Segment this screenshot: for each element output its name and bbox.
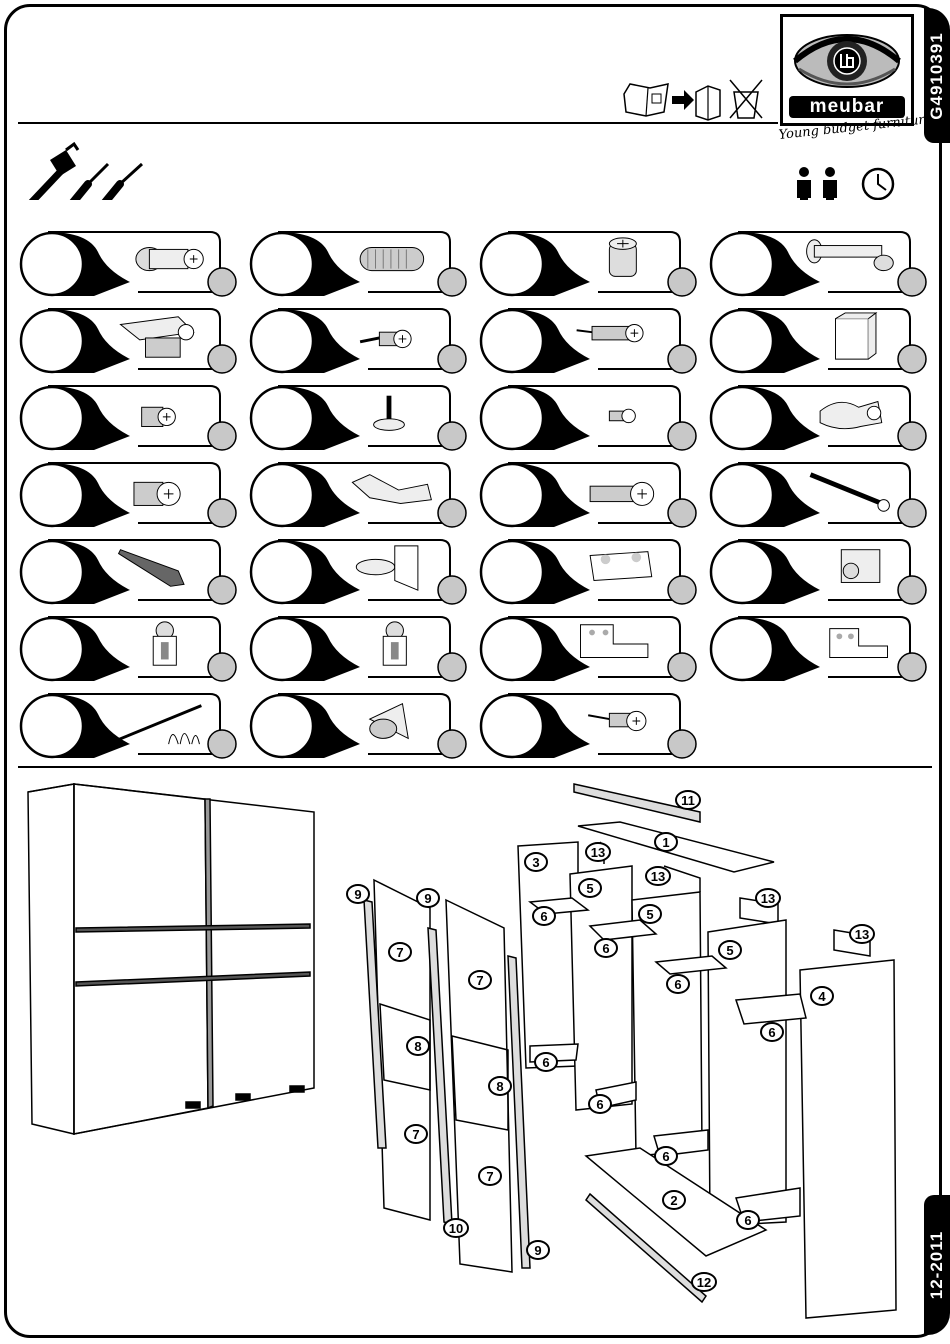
badge-top-label: 1 bbox=[662, 835, 669, 850]
svg-text:5: 5 bbox=[586, 881, 593, 896]
badge-divider-3: 5 bbox=[719, 941, 741, 959]
badge-divider-1: 5 bbox=[579, 879, 601, 897]
badge-back-strip-1: 13 bbox=[586, 843, 610, 861]
svg-text:8: 8 bbox=[414, 1039, 421, 1054]
svg-text:11: 11 bbox=[681, 793, 695, 808]
badge-door-a-2: 7 bbox=[469, 971, 491, 989]
badge-shelf-6: 6 bbox=[589, 1095, 611, 1113]
svg-text:8: 8 bbox=[496, 1079, 503, 1094]
svg-text:5: 5 bbox=[646, 907, 653, 922]
badge-door-frame-3: 9 bbox=[527, 1241, 549, 1259]
svg-text:5: 5 bbox=[726, 943, 733, 958]
svg-text:6: 6 bbox=[674, 977, 681, 992]
badge-door-a-3: 7 bbox=[405, 1125, 427, 1143]
badge-shelf-3: 6 bbox=[667, 975, 689, 993]
wardrobe-overview bbox=[28, 784, 314, 1134]
badge-bottom-rail: 12 bbox=[692, 1273, 716, 1291]
svg-text:13: 13 bbox=[651, 869, 665, 884]
svg-text:12: 12 bbox=[697, 1275, 711, 1290]
badge-back-strip-2: 13 bbox=[646, 867, 670, 885]
badge-door-a-4: 7 bbox=[479, 1167, 501, 1185]
svg-text:6: 6 bbox=[768, 1025, 775, 1040]
svg-text:13: 13 bbox=[761, 891, 775, 906]
badge-shelf-4: 6 bbox=[761, 1023, 783, 1041]
svg-text:6: 6 bbox=[662, 1149, 669, 1164]
badge-door-a-1: 7 bbox=[389, 943, 411, 961]
svg-text:7: 7 bbox=[396, 945, 403, 960]
badge-door-frame-2: 9 bbox=[417, 889, 439, 907]
badge-bottom-label: 2 bbox=[670, 1193, 677, 1208]
svg-text:6: 6 bbox=[596, 1097, 603, 1112]
svg-text:7: 7 bbox=[486, 1169, 493, 1184]
badge-bottom: 2 bbox=[663, 1191, 685, 1209]
svg-text:7: 7 bbox=[412, 1127, 419, 1142]
badge-back-strip-3: 13 bbox=[756, 889, 780, 907]
svg-text:6: 6 bbox=[744, 1213, 751, 1228]
badge-shelf-7: 6 bbox=[655, 1147, 677, 1165]
svg-text:13: 13 bbox=[591, 845, 605, 860]
badge-shelf-1: 6 bbox=[533, 907, 555, 925]
badge-back-strip-4: 13 bbox=[850, 925, 874, 943]
badge-shelf-5: 6 bbox=[535, 1053, 557, 1071]
svg-text:9: 9 bbox=[354, 887, 361, 902]
svg-text:10: 10 bbox=[449, 1221, 463, 1236]
badge-top: 1 bbox=[655, 833, 677, 851]
badge-door-b-1: 8 bbox=[407, 1037, 429, 1055]
svg-text:6: 6 bbox=[602, 941, 609, 956]
badge-right-side: 4 bbox=[811, 987, 833, 1005]
badge-door-frame-bottom: 10 bbox=[444, 1219, 468, 1237]
badge-left-side-label: 3 bbox=[532, 855, 539, 870]
badge-top-rail: 11 bbox=[676, 791, 700, 809]
badge-divider-2: 5 bbox=[639, 905, 661, 923]
svg-text:9: 9 bbox=[424, 891, 431, 906]
badge-left-side: 3 bbox=[525, 853, 547, 871]
svg-text:6: 6 bbox=[542, 1055, 549, 1070]
badge-shelf-8: 6 bbox=[737, 1211, 759, 1229]
badge-right-side-label: 4 bbox=[818, 989, 826, 1004]
badge-shelf-2: 6 bbox=[595, 939, 617, 957]
svg-text:13: 13 bbox=[855, 927, 869, 942]
svg-text:6: 6 bbox=[540, 909, 547, 924]
exploded-view bbox=[364, 784, 896, 1318]
svg-text:9: 9 bbox=[534, 1243, 541, 1258]
badge-door-frame-1: 9 bbox=[347, 885, 369, 903]
badge-door-b-2: 8 bbox=[489, 1077, 511, 1095]
svg-text:7: 7 bbox=[476, 973, 483, 988]
